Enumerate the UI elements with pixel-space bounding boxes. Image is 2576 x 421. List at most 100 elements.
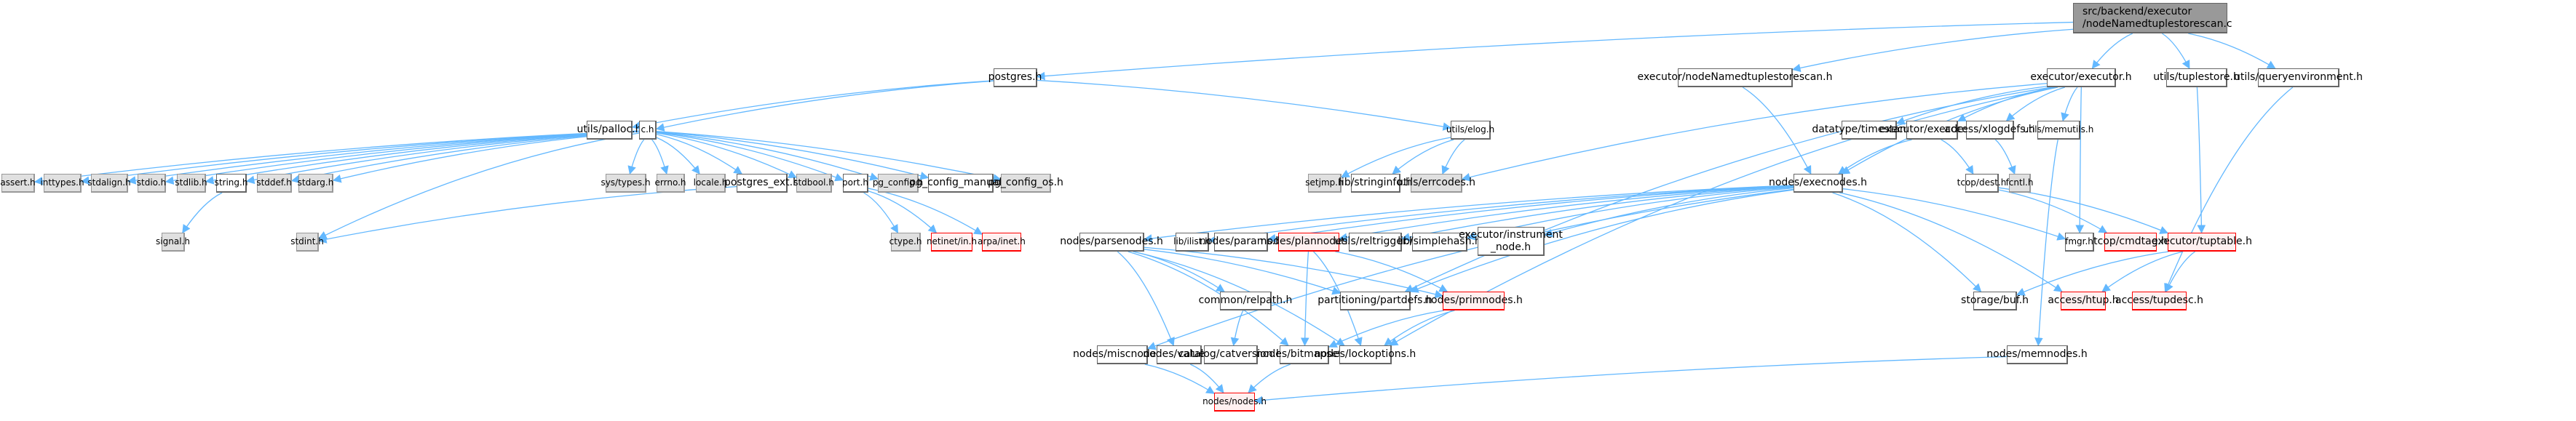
node-value[interactable]: nodes/value.h <box>1143 345 1215 364</box>
edge-executor-to-xlogdefs <box>2005 87 2066 121</box>
node-label: stdbool.h <box>793 177 834 188</box>
node-systypes[interactable]: sys/types.h <box>601 174 651 193</box>
node-lockoptions[interactable]: nodes/lockoptions.h <box>1315 345 1416 364</box>
node-plannodes[interactable]: nodes/plannodes.h <box>1261 233 1357 252</box>
node-miscnodes[interactable]: nodes/miscnodes.h <box>1073 345 1171 364</box>
edge-c-to-locale <box>656 137 700 175</box>
node-errno[interactable]: errno.h <box>655 174 686 193</box>
node-string[interactable]: string.h <box>215 174 247 193</box>
node-stringinfo[interactable]: lib/stringinfo.h <box>1339 174 1412 193</box>
node-palloc[interactable]: utils/palloc.h <box>577 121 642 140</box>
edge-execnodes-to-fmgr <box>1842 188 2066 241</box>
node-fmgr[interactable]: fmgr.h <box>2065 233 2094 252</box>
node-pg-config-manual[interactable]: pg_config_manual.h <box>909 174 1012 193</box>
node-stdarg[interactable]: stdarg.h <box>298 174 333 193</box>
node-instrument[interactable]: executor/instrument _node.h <box>1459 227 1563 256</box>
node-reltrigger[interactable]: utils/reltrigger.h <box>1334 233 1416 252</box>
node-stdbool[interactable]: stdbool.h <box>793 174 834 193</box>
node-assert[interactable]: assert.h <box>0 174 36 193</box>
edge-executor-to-execnodes <box>1841 87 2058 175</box>
node-setjmp[interactable]: setjmp.h <box>1305 174 1344 193</box>
node-execnodes[interactable]: nodes/execnodes.h <box>1769 174 1867 193</box>
node-fcntl[interactable]: fcntl.h <box>2006 174 2033 193</box>
node-execdesc[interactable]: executor/execdesc.h <box>1879 121 1984 140</box>
node-label: common/relpath.h <box>1198 294 1293 306</box>
edge-tuptable-to-storagebuf <box>2016 251 2169 296</box>
node-label: lib/stringinfo.h <box>1339 177 1412 188</box>
node-label: stdarg.h <box>297 177 334 188</box>
node-htup[interactable]: access/htup.h <box>2048 292 2119 310</box>
node-memnodes[interactable]: nodes/memnodes.h <box>1986 345 2088 364</box>
node-label: nodes/lockoptions.h <box>1314 348 1416 360</box>
node-catversion[interactable]: catalog/catversion.h <box>1178 345 1283 364</box>
node-bitmapset[interactable]: nodes/bitmapset.h <box>1256 345 1352 364</box>
node-primnodes[interactable]: nodes/primnodes.h <box>1424 292 1523 310</box>
node-stdio[interactable]: stdio.h <box>137 174 166 193</box>
node-signal[interactable]: signal.h <box>156 233 190 252</box>
node-port[interactable]: port.h <box>842 174 868 193</box>
edge-execnodes-to-ilist <box>1208 185 1794 244</box>
edge-string-to-signal <box>182 192 223 233</box>
edge-execnodes-to-params <box>1267 185 1794 243</box>
node-label: nodes/execnodes.h <box>1768 177 1868 188</box>
node-stdlib[interactable]: stdlib.h <box>175 174 207 193</box>
node-label: executor/instrument _node.h <box>1459 228 1563 253</box>
node-postgres[interactable]: postgres.h <box>988 68 1042 87</box>
node-timestamp[interactable]: datatype/timestamp.h <box>1812 121 1926 140</box>
node-inttypes[interactable]: inttypes.h <box>40 174 84 193</box>
node-ctype[interactable]: ctype.h <box>889 233 922 252</box>
node-pg-config[interactable]: pg_config.h <box>873 174 923 193</box>
node-partdefs[interactable]: partitioning/partdefs.h <box>1317 292 1432 310</box>
edge-executor-to-fmgr <box>2075 87 2085 234</box>
node-elog[interactable]: utils/elog.h <box>1446 121 1494 140</box>
edge-execnodes-to-htup <box>1839 192 2063 292</box>
node-nodes[interactable]: nodes/nodes.h <box>1202 393 1267 412</box>
node-params[interactable]: nodes/params.h <box>1200 233 1282 252</box>
node-label: sys/types.h <box>601 177 651 188</box>
edge-c-to-stdio <box>165 130 640 185</box>
node-locale[interactable]: locale.h <box>694 174 727 193</box>
node-label: setjmp.h <box>1305 177 1344 188</box>
node-label: access/htup.h <box>2048 294 2119 306</box>
node-label: catalog/catversion.h <box>1178 348 1283 360</box>
node-nnts-h[interactable]: executor/nodeNamedtuplestorescan.h <box>1638 68 1833 87</box>
edge-port-to-netinet <box>868 191 938 233</box>
node-label: pg_config_manual.h <box>909 177 1012 188</box>
edge-memutils-to-memnodes <box>2034 139 2058 347</box>
node-netinet[interactable]: netinet/in.h <box>927 233 977 252</box>
node-simplehash[interactable]: lib/simplehash.h <box>1398 233 1481 252</box>
node-xlogdefs[interactable]: access/xlogdefs.h <box>1944 121 2035 140</box>
node-cmdtag[interactable]: tcop/cmdtag.h <box>2093 233 2168 252</box>
node-ilist[interactable]: lib/ilist.h <box>1173 233 1210 252</box>
node-relpath[interactable]: common/relpath.h <box>1199 292 1292 310</box>
edge-execnodes-to-storagebuf <box>1832 192 1982 292</box>
edge-executor-to-memutils <box>2061 87 2078 122</box>
node-parsenodes[interactable]: nodes/parsenodes.h <box>1060 233 1163 252</box>
node-label: c.h <box>641 124 654 135</box>
edge-value-to-nodes <box>1189 364 1224 393</box>
node-stdalign[interactable]: stdalign.h <box>87 174 131 193</box>
node-executor[interactable]: executor/executor.h <box>2030 68 2132 87</box>
edge-c-to-pg_config_manual <box>656 131 930 180</box>
node-pg-config-os[interactable]: pg_config_os.h <box>988 174 1063 193</box>
edge-execnodes-to-instrument <box>1543 187 1794 238</box>
node-c[interactable]: c.h <box>639 121 657 140</box>
node-root[interactable]: src/backend/executor /nodeNamedtuplestor… <box>2073 3 2232 33</box>
node-storagebuf[interactable]: storage/buf.h <box>1961 292 2029 310</box>
node-postgres-ext[interactable]: postgres_ext.h <box>724 174 799 193</box>
node-stdint[interactable]: stdint.h <box>290 233 324 252</box>
node-queryenv[interactable]: utils/queryenvironment.h <box>2234 68 2363 87</box>
edge-tuptable-to-htup <box>2101 251 2183 292</box>
edge-elog-to-setjmp <box>1340 137 1451 178</box>
node-memutils[interactable]: utils/memutils.h <box>2024 121 2093 140</box>
edge-execnodes-to-miscnodes <box>1146 188 1794 350</box>
node-errcodes[interactable]: utils/errcodes.h <box>1397 174 1475 193</box>
node-tuplestore[interactable]: utils/tuplestore.h <box>2153 68 2240 87</box>
node-dest[interactable]: tcop/dest.h <box>1957 174 2006 193</box>
node-stddef[interactable]: stddef.h <box>256 174 292 193</box>
node-label: fmgr.h <box>2065 236 2093 246</box>
node-arpa[interactable]: arpa/inet.h <box>978 233 1026 252</box>
edge-elog-to-errcodes <box>1441 139 1465 175</box>
node-tupdesc[interactable]: access/tupdesc.h <box>2115 292 2203 310</box>
node-tuptable[interactable]: executor/tuptable.h <box>2152 233 2252 252</box>
